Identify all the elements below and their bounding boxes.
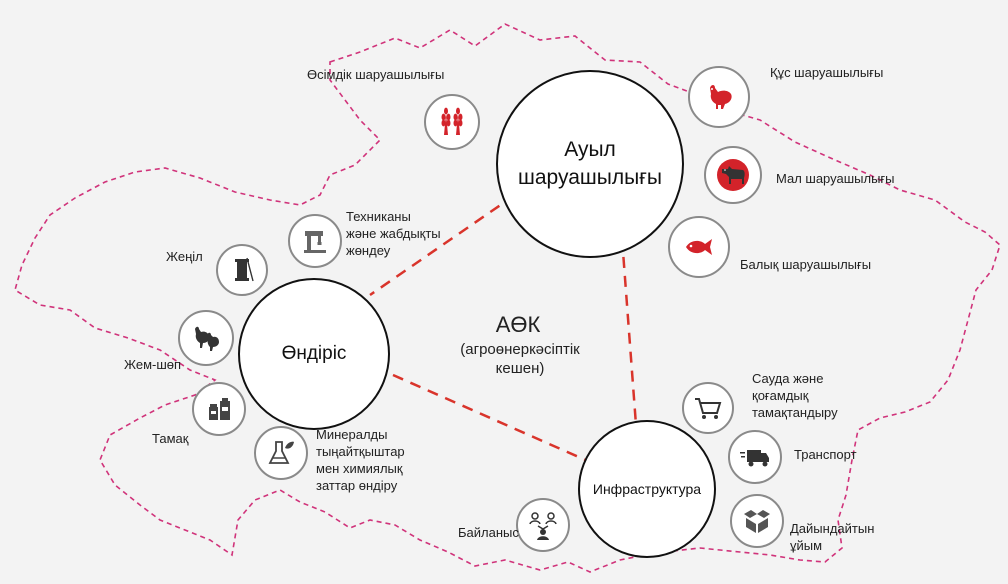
label-fish: Балық шаруашылығы	[740, 257, 872, 272]
hub-infrastructure-label: Инфраструктура	[592, 481, 702, 497]
link-agriculture-infrastructure	[620, 237, 638, 426]
label-feed: Жем-шөп	[124, 357, 182, 372]
center-title: АӨК	[495, 312, 541, 337]
country-border	[14, 23, 1001, 573]
fish-icon	[668, 216, 730, 278]
link-production-infrastructure	[392, 373, 591, 464]
label-communication: Байланыс	[458, 525, 519, 540]
flask-leaf-icon	[254, 426, 308, 480]
label-trade: Сауда және қоғамдық тамақтандыру	[752, 371, 838, 420]
package-box-icon	[730, 494, 784, 548]
cow-icon	[704, 146, 762, 204]
network-people-icon	[516, 498, 570, 552]
label-food: Тамақ	[152, 431, 189, 446]
label-fertilizer: Минералды тыңайтқыштар мен химиялық затт…	[316, 427, 405, 493]
label-storage: Дайындайтын ұйым	[790, 521, 875, 553]
label-light: Жеңіл	[166, 249, 203, 264]
truck-icon	[728, 430, 782, 484]
drill-press-icon	[288, 214, 342, 268]
food-products-icon	[192, 382, 246, 436]
hub-agriculture: Ауыл шаруашылығы	[496, 70, 684, 258]
spool-icon	[216, 244, 268, 296]
chickens-icon	[178, 310, 234, 366]
hub-agriculture-label: Ауыл шаруашылығы	[518, 138, 662, 189]
center-subtitle: (агроөнеркәсіптік кешен)	[460, 341, 580, 377]
label-repair: Техниканы және жабдықты жөндеу	[346, 209, 441, 258]
label-livestock: Мал шаруашылығы	[776, 171, 895, 186]
label-crop: Өсімдік шаруашылығы	[307, 67, 445, 82]
label-poultry: Құс шаруашылығы	[770, 65, 884, 80]
hub-production-label: Өндіріс	[281, 343, 347, 364]
wheat-icon	[424, 94, 480, 150]
rooster-icon	[688, 66, 750, 128]
shopping-cart-icon	[682, 382, 734, 434]
label-transport: Транспорт	[794, 447, 857, 462]
hub-infrastructure: Инфраструктура	[578, 420, 716, 558]
link-agriculture-production	[369, 193, 516, 297]
hub-production: Өндіріс	[238, 278, 390, 430]
